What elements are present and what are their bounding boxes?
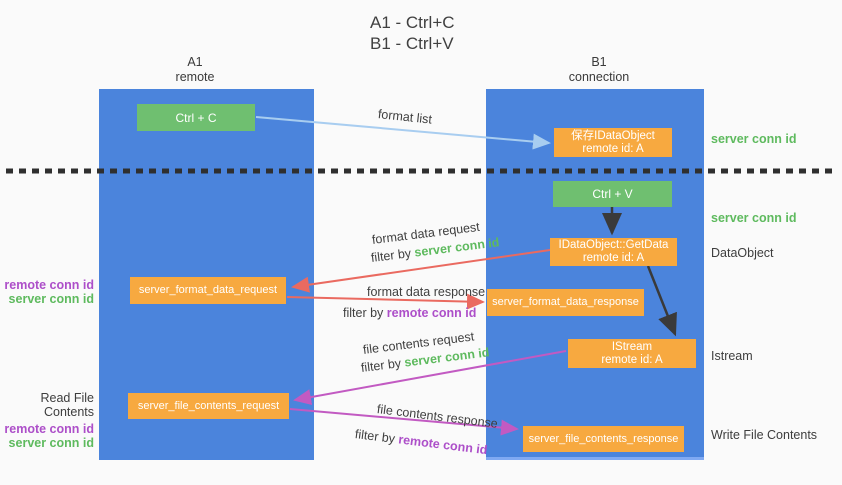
- write-file-contents-label: Write File Contents: [711, 428, 818, 442]
- server-file-contents-request-node[interactable]: server_file_contents_request: [128, 393, 289, 419]
- filter-by-text: filter by: [360, 355, 406, 375]
- left-conn-id-labels-format: remote conn id server conn id: [4, 278, 94, 306]
- server-conn-id-label: server conn id: [711, 132, 797, 146]
- istream-node[interactable]: IStream remote id: A: [568, 339, 696, 368]
- lane-a1-role: remote: [175, 70, 215, 84]
- save-idataobject-node[interactable]: 保存IDataObject remote id: A: [554, 128, 672, 157]
- lane-header-b1: B1 connection: [569, 55, 629, 85]
- diagram-title: A1 - Ctrl+C B1 - Ctrl+V: [370, 12, 455, 54]
- server-conn-id-label: server conn id: [711, 211, 797, 225]
- lane-a1-name: A1: [187, 55, 203, 69]
- server-format-data-request-label: server_format_data_request: [138, 284, 278, 296]
- server-format-data-response-label: server_format_data_response: [492, 296, 639, 308]
- ctrl-c-node[interactable]: Ctrl + C: [137, 104, 255, 131]
- istream-line2: remote id: A: [601, 353, 663, 366]
- dataobject-label: DataObject: [711, 246, 774, 260]
- left-read-file-contents-group: Read File Contents remote conn id server…: [0, 391, 94, 450]
- filter-by-remote-conn-id-label: filter by remote conn id: [354, 427, 488, 457]
- remote-conn-id-text: remote conn id: [397, 432, 489, 458]
- filter-by-remote-conn-id-label: filter by remote conn id: [343, 306, 476, 320]
- lane-b1-role: connection: [568, 70, 630, 84]
- ctrl-v-node[interactable]: Ctrl + V: [553, 181, 672, 207]
- lane-header-a1: A1 remote: [176, 55, 215, 85]
- format-list-label: format list: [377, 107, 433, 127]
- remote-conn-id-label: remote conn id: [4, 422, 94, 436]
- read-file-contents-label: Read File Contents: [40, 391, 95, 419]
- server-conn-id-label: server conn id: [8, 436, 94, 450]
- format-data-response-label: format data response: [367, 285, 486, 299]
- filter-by-text: filter by: [370, 245, 416, 265]
- getdata-line1: IDataObject::GetData: [558, 239, 669, 251]
- remote-conn-id-label: remote conn id: [4, 278, 94, 292]
- title-line-2: B1 - Ctrl+V: [370, 34, 454, 53]
- istream-line1: IStream: [611, 340, 653, 353]
- getdata-line2: remote id: A: [582, 252, 645, 264]
- server-file-contents-request-label: server_file_contents_request: [137, 399, 280, 412]
- server-conn-id-label: server conn id: [8, 292, 94, 306]
- filter-by-text: filter by: [354, 427, 400, 447]
- filter-by-text: filter by: [343, 306, 387, 320]
- istream-label: Istream: [711, 349, 753, 363]
- server-format-data-response-node[interactable]: server_format_data_response: [487, 289, 644, 316]
- lane-b1-name: B1: [591, 55, 607, 69]
- server-file-contents-response-label: server_file_contents_response: [528, 432, 679, 445]
- save-idataobject-line1: 保存IDataObject: [571, 129, 655, 142]
- server-file-contents-response-node[interactable]: server_file_contents_response: [523, 426, 684, 452]
- ctrl-v-label: Ctrl + V: [592, 187, 633, 201]
- save-idataobject-line2: remote id: A: [582, 142, 644, 155]
- idataobject-getdata-node[interactable]: IDataObject::GetData remote id: A: [550, 238, 677, 266]
- ctrl-c-label: Ctrl + C: [175, 110, 217, 125]
- remote-conn-id-text: remote conn id: [386, 306, 477, 320]
- title-line-1: A1 - Ctrl+C: [370, 13, 455, 32]
- file-contents-response-label: file contents response: [376, 402, 499, 431]
- server-format-data-request-node[interactable]: server_format_data_request: [130, 277, 286, 304]
